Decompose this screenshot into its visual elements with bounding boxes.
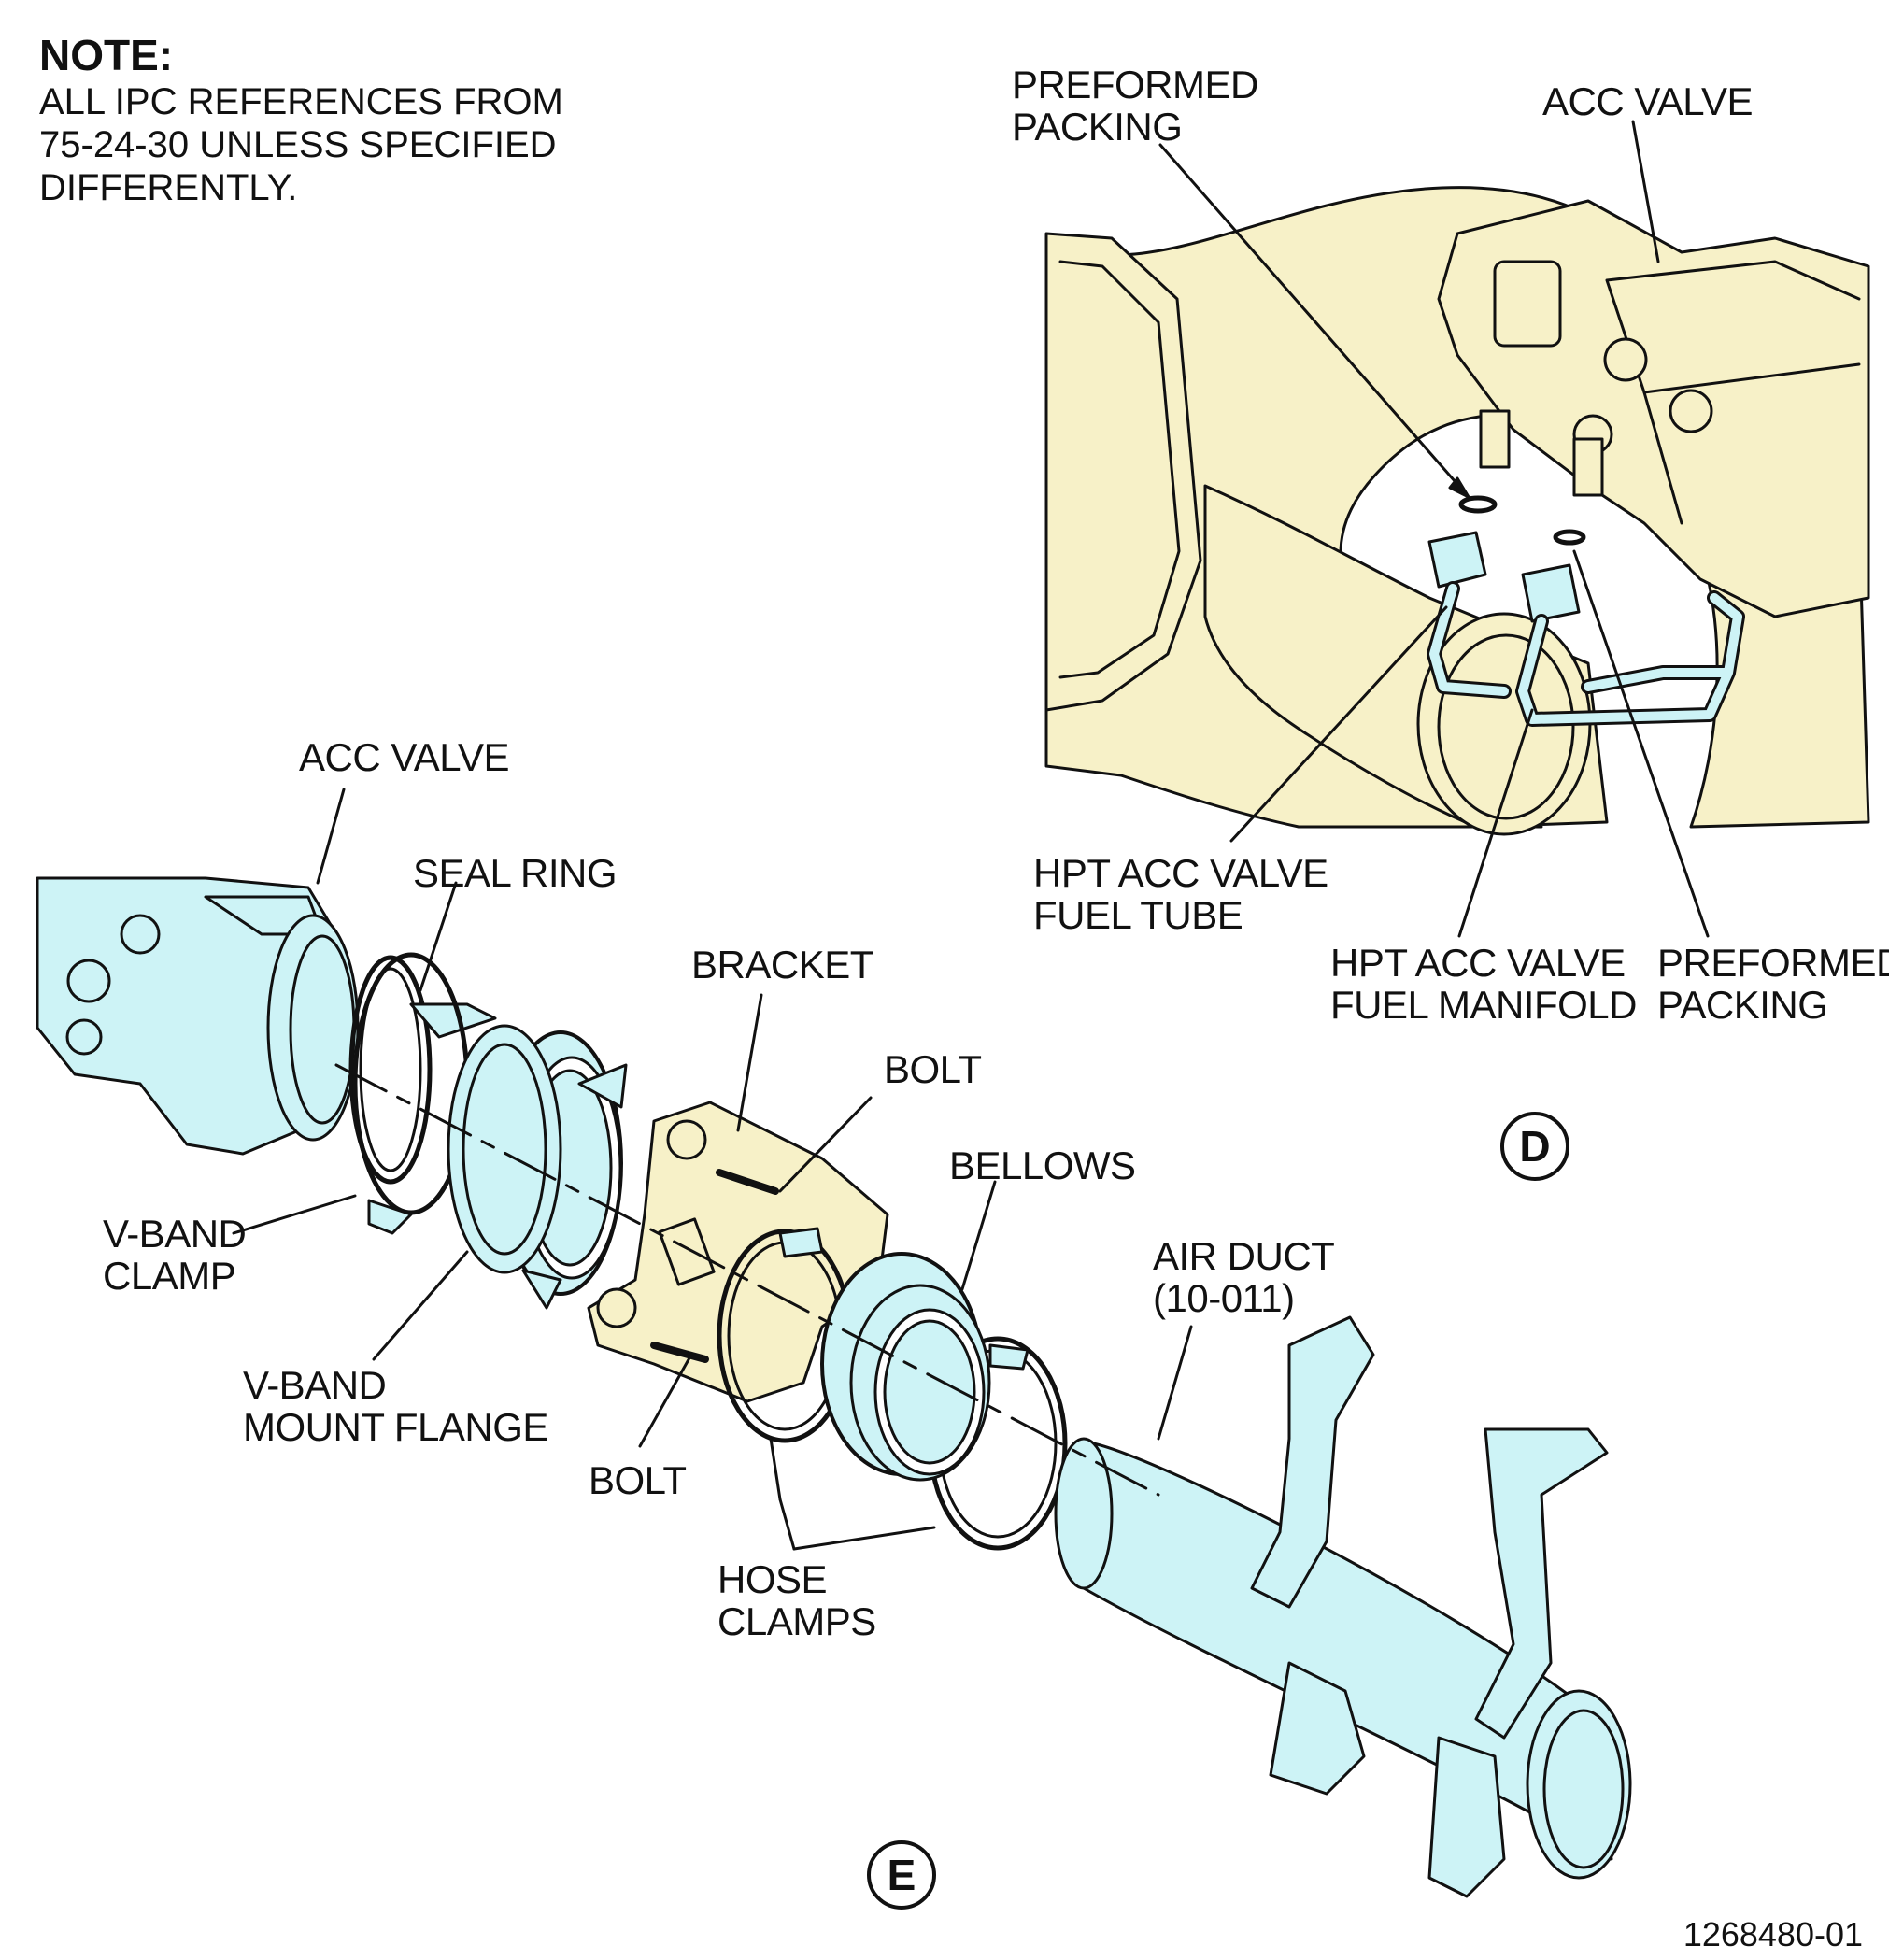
view-e-illustration	[36, 788, 1632, 1898]
note-title: NOTE:	[39, 31, 174, 79]
label-vband-mount-flange: V-BAND MOUNT FLANGE	[243, 1363, 548, 1449]
label-vband-clamp: V-BAND CLAMP	[103, 1212, 247, 1298]
view-d-illustration	[1044, 120, 1870, 938]
view-e-vband-clamp	[409, 1002, 497, 1039]
label-hpt-acc-valve-fuel-tube: HPT ACC VALVE FUEL TUBE	[1033, 851, 1328, 937]
label-preformed-packing-top: PREFORMED PACKING	[1012, 63, 1258, 149]
label-seal-ring: SEAL RING	[413, 851, 618, 895]
view-d-tag: D	[1500, 1112, 1569, 1181]
view-e-tag: E	[867, 1840, 936, 1910]
label-acc-valve-e: ACC VALVE	[299, 735, 510, 779]
view-d-fuel-manifold	[1521, 563, 1581, 623]
figure-number: 1268480-01	[1683, 1915, 1863, 1953]
label-bolt-bottom: BOLT	[589, 1458, 687, 1502]
view-e-bracket	[587, 1101, 889, 1403]
view-e-acc-valve	[36, 876, 338, 1156]
label-preformed-packing-bottom: PREFORMED PACKING	[1657, 941, 1889, 1027]
label-bolt-top: BOLT	[884, 1047, 982, 1091]
view-e-seal-ring	[348, 955, 433, 1185]
view-d-fuel-tube	[1427, 531, 1487, 589]
view-e-bolt-top	[716, 1169, 779, 1195]
label-air-duct: AIR DUCT (10-011)	[1153, 1234, 1335, 1320]
label-bellows: BELLOWS	[949, 1143, 1136, 1187]
label-hose-clamps: HOSE CLAMPS	[717, 1557, 876, 1643]
label-hpt-acc-valve-fuel-manifold: HPT ACC VALVE FUEL MANIFOLD	[1330, 941, 1637, 1027]
view-d-packing-1	[1458, 495, 1498, 514]
view-d-packing-2	[1553, 529, 1586, 546]
label-bracket: BRACKET	[691, 943, 873, 987]
note-body: ALL IPC REFERENCES FROM 75-24-30 UNLESS …	[39, 81, 563, 208]
label-acc-valve-d: ACC VALVE	[1542, 79, 1754, 123]
